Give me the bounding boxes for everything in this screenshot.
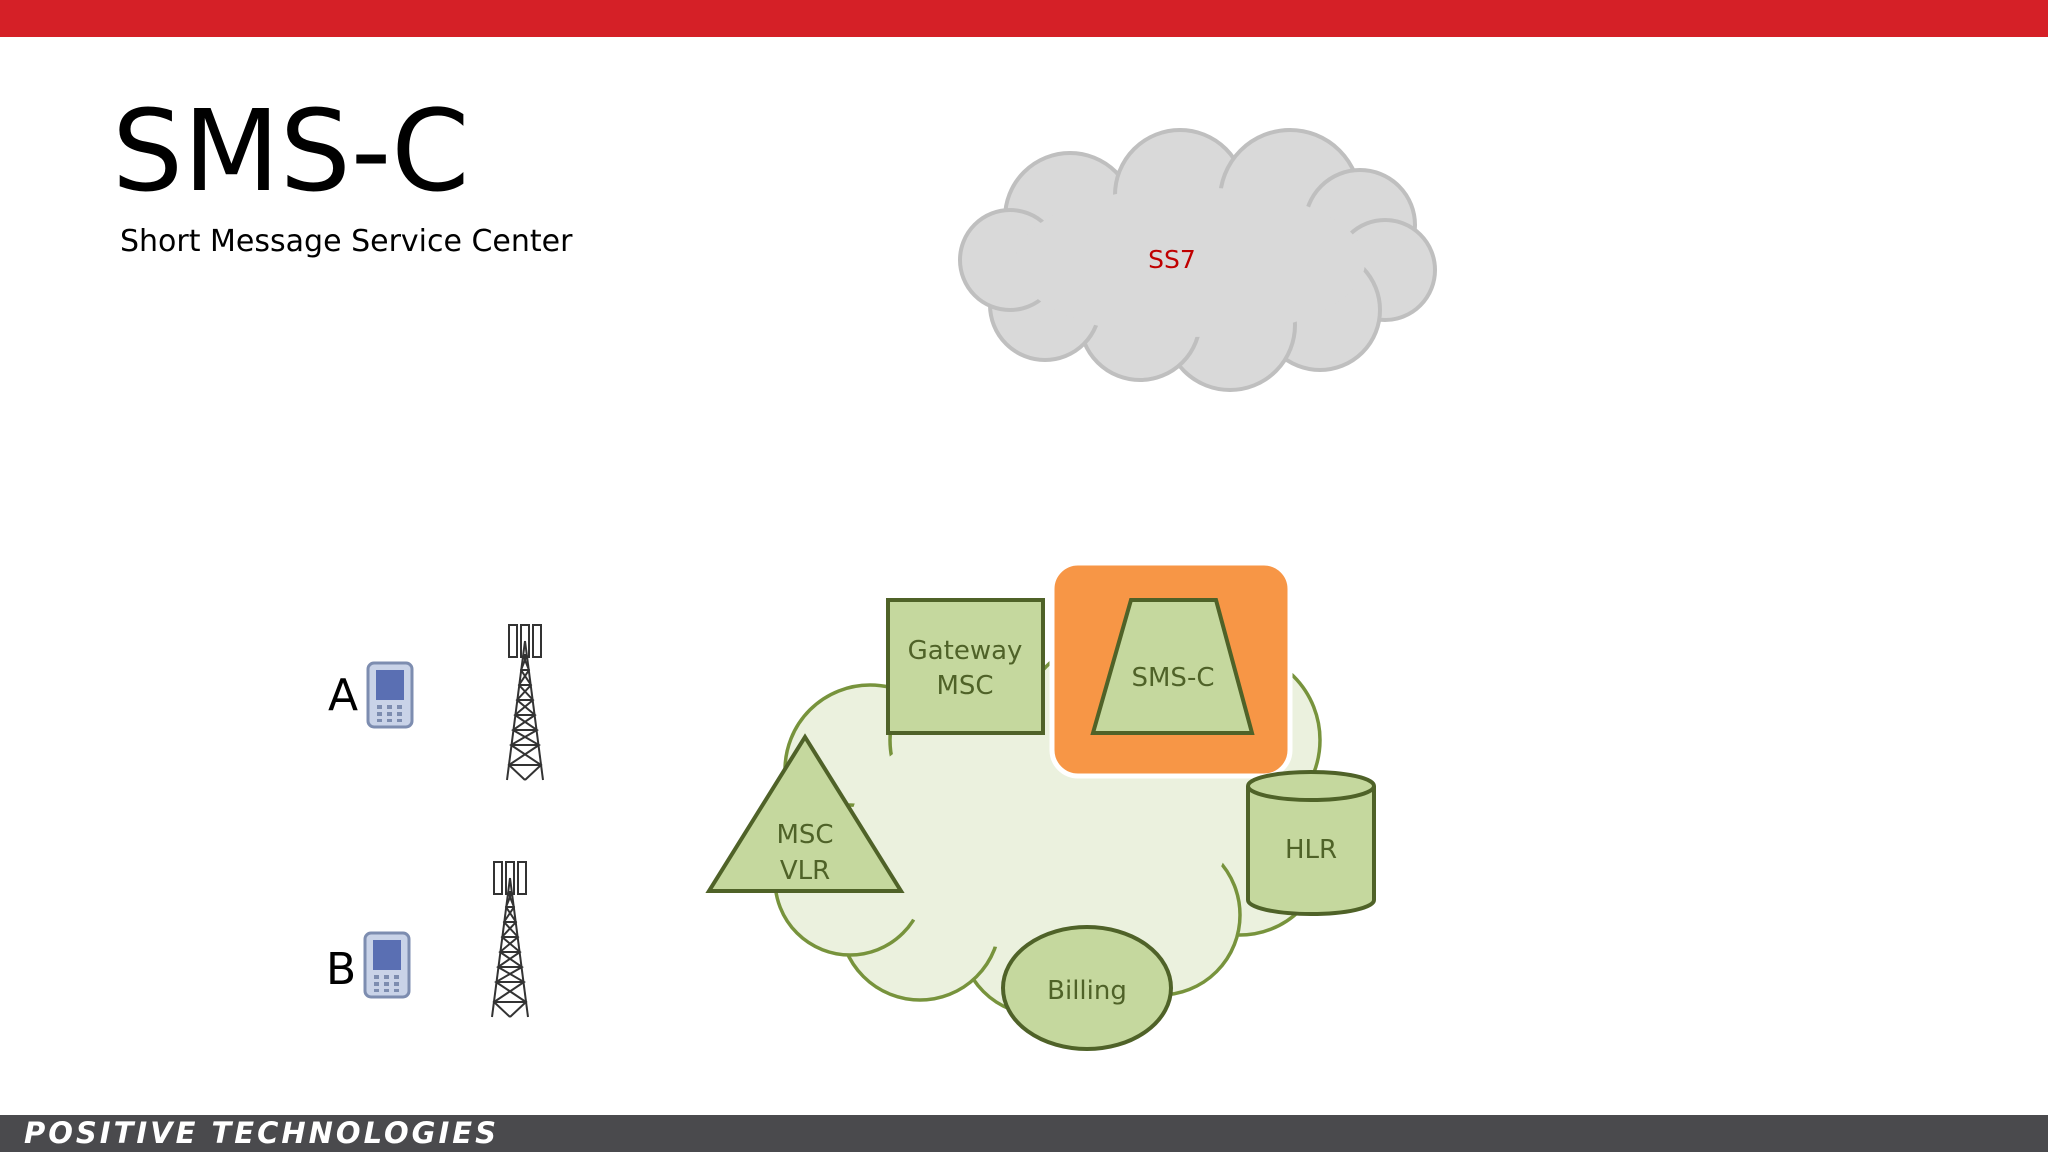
subscriber-b: B — [326, 931, 411, 999]
cell-tower-icon — [506, 624, 544, 781]
phone-a-label: A — [328, 670, 358, 721]
mobile-phone-icon — [366, 661, 414, 729]
smsc-label: SMS-C — [1132, 663, 1215, 693]
phone-b-label: B — [326, 944, 356, 995]
subscriber-a: A — [328, 661, 414, 729]
footer-bar — [0, 1115, 2048, 1152]
billing-label: Billing — [1047, 976, 1127, 1006]
msc-vlr-node: MSC VLR — [705, 733, 905, 893]
brand-logo: POSITIVE TECHNOLOGIES — [24, 1116, 499, 1150]
billing-node: Billing — [1001, 925, 1173, 1051]
smsc-node: SMS-C — [1049, 560, 1293, 779]
cell-tower-icon — [491, 861, 529, 1018]
hlr-node: HLR — [1246, 770, 1376, 916]
ss7-cloud: SS7 — [958, 128, 1437, 392]
slide-title: SMS-C — [112, 87, 470, 217]
ss7-label: SS7 — [1148, 245, 1196, 274]
msc-vlr-label-line2: VLR — [780, 856, 830, 886]
mobile-phone-icon — [363, 931, 411, 999]
msc-vlr-label-line1: MSC — [776, 820, 833, 850]
gateway-msc-label-line1: Gateway — [908, 636, 1023, 666]
gateway-msc-label-line2: MSC — [936, 671, 993, 701]
slide-subtitle: Short Message Service Center — [120, 224, 573, 259]
top-accent-bar — [0, 0, 2048, 37]
hlr-label: HLR — [1285, 835, 1337, 865]
gateway-msc-node: Gateway MSC — [886, 598, 1045, 735]
